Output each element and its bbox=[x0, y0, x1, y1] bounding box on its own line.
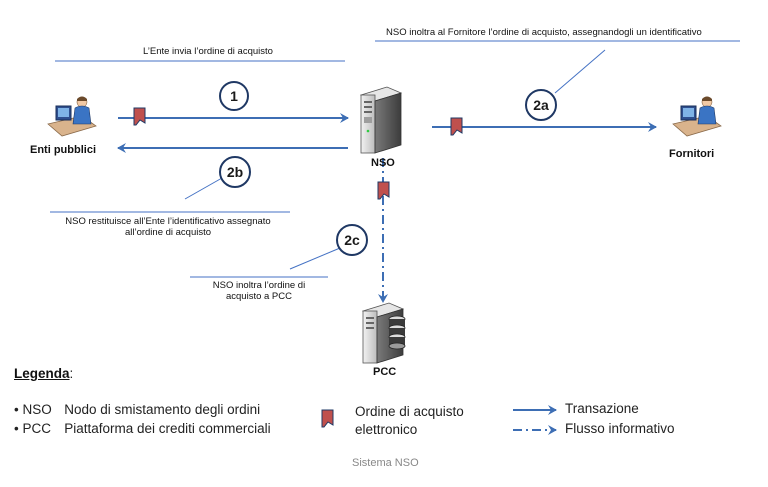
step-2c-label: 2c bbox=[344, 232, 360, 248]
leader-2c bbox=[289, 247, 341, 270]
step-1-label: 1 bbox=[230, 88, 238, 104]
step-2c-circle: 2c bbox=[336, 224, 368, 256]
node-label-pcc: PCC bbox=[373, 366, 397, 378]
annotation-2c: NSO inoltra l’ordine di acquisto a PCC bbox=[192, 280, 326, 302]
step-2a-label: 2a bbox=[533, 97, 549, 113]
legend-title-text: Legenda bbox=[14, 366, 70, 381]
server-database-icon bbox=[361, 302, 406, 364]
person-computer-icon bbox=[47, 96, 97, 137]
legend-abbr: PCC bbox=[22, 421, 52, 436]
figure-caption: Sistema NSO bbox=[352, 457, 419, 469]
step-2b-circle: 2b bbox=[219, 156, 251, 188]
legend-bullet: • bbox=[14, 421, 19, 436]
step-2a-circle: 2a bbox=[525, 89, 557, 121]
legend-document-label: Ordine di acquisto elettronico bbox=[355, 403, 464, 439]
legend-document-label-line1: Ordine di acquisto bbox=[355, 404, 464, 419]
annotation-2c-line1: NSO inoltra l’ordine di bbox=[212, 280, 306, 291]
node-label-nso: NSO bbox=[371, 157, 395, 169]
legend-abbr: NSO bbox=[22, 402, 52, 417]
annotation-2a: NSO inoltra al Fornitore l’ordine di acq… bbox=[386, 27, 702, 38]
annotation-1: L’Ente invia l’ordine di acquisto bbox=[143, 46, 273, 57]
node-label-enti: Enti pubblici bbox=[30, 144, 96, 156]
annotation-2b-line2: all’ordine di acquisto bbox=[124, 227, 212, 238]
annotation-2c-line2: acquisto a PCC bbox=[225, 291, 292, 302]
step-1-circle: 1 bbox=[219, 81, 249, 111]
leader-2a bbox=[554, 49, 606, 94]
step-2b-label: 2b bbox=[227, 164, 243, 180]
document-icon bbox=[377, 181, 390, 200]
legend-title-colon: : bbox=[69, 366, 74, 381]
person-computer-icon bbox=[672, 96, 722, 137]
legend-info-flow-label: Flusso informativo bbox=[565, 421, 675, 436]
legend-item: • NSO Nodo di smistamento degli ordini bbox=[14, 402, 260, 417]
legend-bullet: • bbox=[14, 402, 19, 417]
node-label-fornitori: Fornitori bbox=[669, 148, 715, 160]
annotation-2b-line1: NSO restituisce all’Ente l’identificativ… bbox=[65, 216, 271, 227]
document-icon bbox=[133, 107, 146, 126]
legend-transaction-label: Transazione bbox=[565, 401, 639, 416]
legend-desc: Nodo di smistamento degli ordini bbox=[64, 402, 261, 417]
document-icon bbox=[450, 117, 463, 136]
server-icon bbox=[359, 86, 403, 154]
legend-desc: Piattaforma dei crediti commerciali bbox=[64, 421, 271, 436]
leader-2b bbox=[184, 177, 223, 200]
legend-item: • PCC Piattaforma dei crediti commercial… bbox=[14, 421, 271, 436]
annotation-2b: NSO restituisce all’Ente l’identificativ… bbox=[54, 216, 282, 238]
legend-document-label-line2: elettronico bbox=[355, 422, 418, 437]
legend-title: Legenda: bbox=[14, 366, 73, 381]
legend-document-icon bbox=[321, 409, 334, 428]
